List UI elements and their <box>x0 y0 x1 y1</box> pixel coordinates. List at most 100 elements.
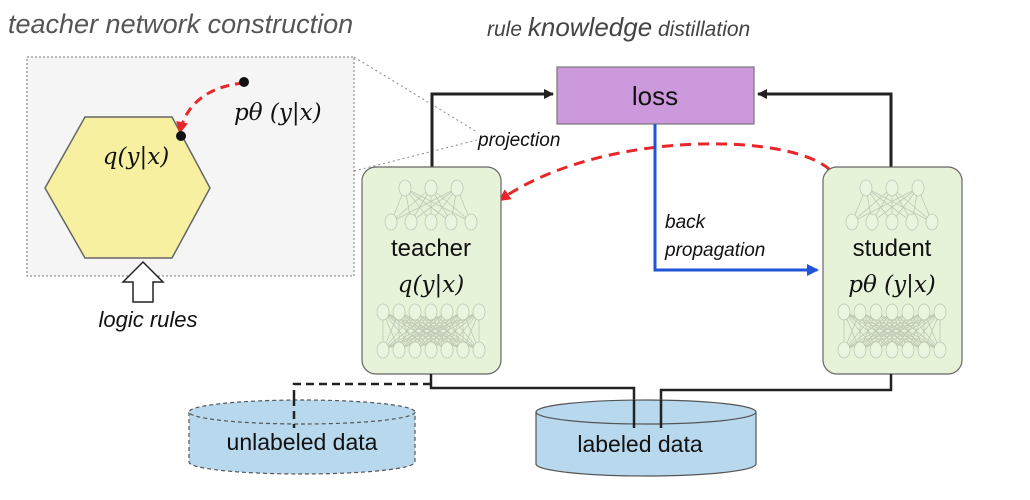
student-net-edge <box>917 187 933 223</box>
student-net-edge <box>923 311 941 351</box>
teacher-net-edge <box>430 187 472 223</box>
student-net-edge <box>843 311 941 351</box>
teacher-net-edge <box>398 311 416 351</box>
teacher-net-edge <box>390 187 406 223</box>
student-net-node <box>901 303 915 321</box>
teacher-net-edge <box>398 311 480 351</box>
student-net-edge <box>843 311 893 351</box>
teacher-net-edge <box>414 311 480 351</box>
student-net-edge <box>875 311 893 351</box>
teacher-net-edge <box>410 187 458 223</box>
teacher-net-node <box>384 213 398 231</box>
student-network-box <box>822 166 963 375</box>
unlabeled-data-cylinder <box>188 399 416 475</box>
student-net-edge <box>891 187 933 223</box>
teacher-net-edge <box>382 311 448 351</box>
student-net-node <box>885 179 899 197</box>
back-propagation-arrow <box>653 124 819 276</box>
teacher-net-edge <box>404 187 412 223</box>
student-net-edge <box>843 311 877 351</box>
teacher-net-node <box>450 179 464 197</box>
teacher-net-edge <box>382 311 480 351</box>
teacher-net-edge <box>382 311 432 351</box>
teacher-net-edge <box>414 311 464 351</box>
teacher-net-edge <box>450 187 458 223</box>
student-net-edge <box>843 311 893 351</box>
inset-projection-arrow <box>176 81 245 134</box>
student-net-edge <box>907 311 925 351</box>
teacher-net-edge <box>390 187 458 223</box>
student-net-edge <box>871 187 919 223</box>
right-section-title: rule knowledge distillation <box>487 12 750 42</box>
student-net-edge <box>843 311 909 351</box>
teacher-net-edge <box>404 187 452 223</box>
teacher-net-edge <box>382 311 416 351</box>
student-net-edge <box>875 311 925 351</box>
teacher-to-unlabeled-line <box>292 382 431 428</box>
teacher-network-graphic <box>376 179 486 359</box>
labeled-data-label: labeled data <box>577 431 703 457</box>
student-name: student <box>853 235 932 262</box>
student-net-edge <box>911 187 919 223</box>
teacher-net-node <box>408 303 422 321</box>
student-net-edge <box>865 187 933 223</box>
student-net-edge <box>859 311 877 351</box>
teacher-net-edge <box>398 311 464 351</box>
teacher-net-edge <box>398 311 432 351</box>
student-net-edge <box>875 311 941 351</box>
teacher-net-node <box>404 213 418 231</box>
teacher-net-edge <box>414 311 432 351</box>
teacher-net-edge <box>398 311 448 351</box>
student-net-edge <box>865 187 873 223</box>
student-net-edge <box>843 311 861 351</box>
teacher-net-edge <box>462 311 480 351</box>
student-net-node <box>901 341 915 359</box>
student-net-edge <box>851 187 893 223</box>
student-net-edge <box>859 311 941 351</box>
student-net-edge <box>865 187 893 223</box>
teacher-net-node <box>456 341 470 359</box>
teacher-net-edge <box>414 311 432 351</box>
teacher-hexagon <box>44 116 211 259</box>
student-net-edge <box>851 187 919 223</box>
student-net-node <box>869 303 883 321</box>
student-net-edge <box>843 311 925 351</box>
student-net-edge <box>891 311 941 351</box>
student-to-loss-arrow <box>757 89 893 168</box>
student-net-edge <box>891 311 941 351</box>
teacher-net-node <box>424 213 438 231</box>
teacher-net-edge <box>414 311 448 351</box>
teacher-net-edge <box>398 311 464 351</box>
student-net-node <box>917 341 931 359</box>
student-net-edge <box>859 311 925 351</box>
student-net-edge <box>843 311 909 351</box>
student-net-edge <box>875 311 925 351</box>
student-net-node <box>911 179 925 197</box>
teacher-net-edge <box>398 311 448 351</box>
teacher-net-edge <box>382 311 464 351</box>
student-net-node <box>837 341 851 359</box>
teacher-net-edge <box>462 311 480 351</box>
teacher-net-node <box>398 179 412 197</box>
teacher-to-loss-arrow <box>430 89 554 168</box>
teacher-net-edge <box>430 187 452 223</box>
inset-p-label: pθ (y|x) <box>234 100 322 126</box>
teacher-net-edge <box>446 311 480 351</box>
teacher-net-node <box>440 303 454 321</box>
student-net-edge <box>865 187 913 223</box>
teacher-net-edge <box>382 311 480 351</box>
teacher-net-edge <box>446 311 464 351</box>
student-net-edge <box>859 311 893 351</box>
teacher-net-node <box>424 341 438 359</box>
teacher-name: teacher <box>391 235 471 262</box>
student-net-node <box>885 341 899 359</box>
teacher-net-edge <box>414 311 480 351</box>
left-section-title: teacher network construction <box>8 9 353 39</box>
student-net-edge <box>875 311 909 351</box>
student-net-edge <box>843 311 877 351</box>
student-net-edge <box>859 311 941 351</box>
student-net-edge <box>891 187 913 223</box>
teacher-net-edge <box>430 311 480 351</box>
teacher-net-edge <box>430 311 464 351</box>
